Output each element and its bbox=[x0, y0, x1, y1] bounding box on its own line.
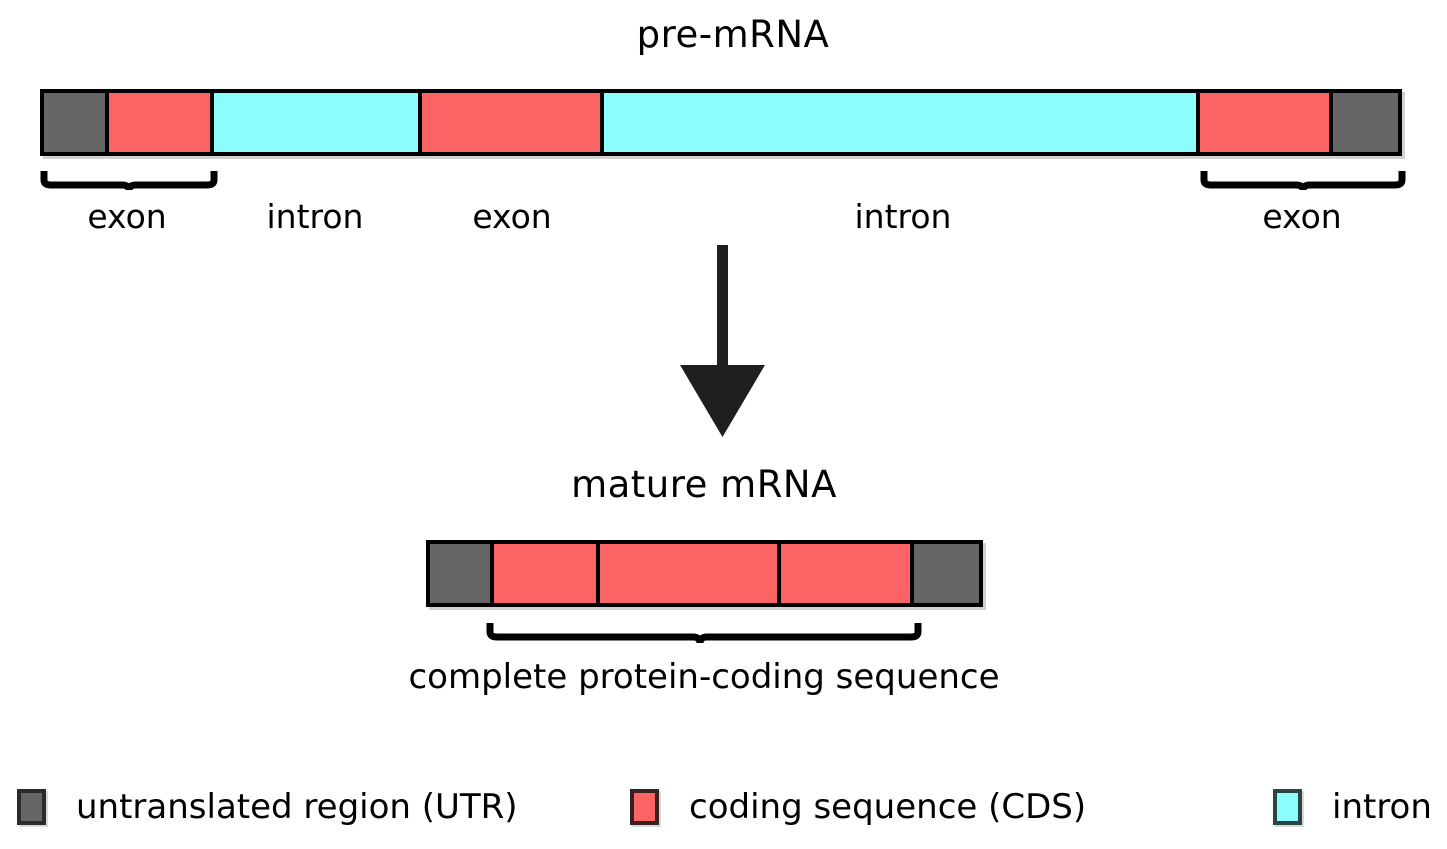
legend-label-utr: untranslated region (UTR) bbox=[76, 787, 518, 827]
mature-mrna-segment-exon-2 bbox=[599, 544, 781, 603]
legend-item-cds: coding sequence (CDS) bbox=[630, 784, 1086, 830]
brace-exon-left bbox=[40, 171, 218, 191]
pre-mrna-segment-intron-2 bbox=[603, 93, 1201, 152]
mature-mrna-brace-label: complete protein-coding sequence bbox=[408, 657, 1000, 697]
pre-mrna-segment-exon-2 bbox=[421, 93, 604, 152]
mature-mrna-segment-exon-3 bbox=[780, 544, 914, 603]
intron-swatch-icon bbox=[1273, 789, 1302, 825]
pre-mrna-label-exon-3: exon bbox=[1262, 197, 1342, 236]
legend-label-cds: coding sequence (CDS) bbox=[689, 787, 1087, 827]
pre-mrna-label-intron-2: intron bbox=[854, 197, 952, 236]
pre-mrna-segment-exon-1 bbox=[108, 93, 215, 152]
pre-mrna-bar bbox=[40, 89, 1402, 156]
legend-item-utr: untranslated region (UTR) bbox=[17, 784, 518, 830]
pre-mrna-segment-exon-3 bbox=[1200, 93, 1334, 152]
legend-label-intron: intron bbox=[1332, 787, 1432, 827]
pre-mrna-label-exon-1: exon bbox=[87, 197, 167, 236]
pre-mrna-title: pre-mRNA bbox=[636, 13, 830, 56]
legend: untranslated region (UTR) coding sequenc… bbox=[0, 780, 1447, 840]
mature-mrna-segment-utr-5prime bbox=[430, 544, 495, 603]
pre-mrna-segment-intron-1 bbox=[214, 93, 422, 152]
mature-mrna-bar bbox=[426, 540, 983, 607]
mature-mrna-segment-utr-3prime bbox=[913, 544, 980, 603]
pre-mrna-segment-utr-3prime bbox=[1333, 93, 1399, 152]
brace-protein-coding-sequence bbox=[486, 623, 922, 644]
pre-mrna-segment-utr-5prime bbox=[44, 93, 109, 152]
cds-swatch-icon bbox=[630, 789, 659, 825]
legend-item-intron: intron bbox=[1273, 784, 1432, 830]
mature-mrna-segment-exon-1 bbox=[494, 544, 600, 603]
pre-mrna-label-exon-2: exon bbox=[472, 197, 552, 236]
pre-mrna-label-intron-1: intron bbox=[266, 197, 364, 236]
utr-swatch-icon bbox=[17, 789, 46, 825]
brace-exon-right bbox=[1200, 171, 1406, 191]
down-arrow-icon bbox=[680, 245, 765, 437]
mature-mrna-title: mature mRNA bbox=[571, 463, 837, 506]
